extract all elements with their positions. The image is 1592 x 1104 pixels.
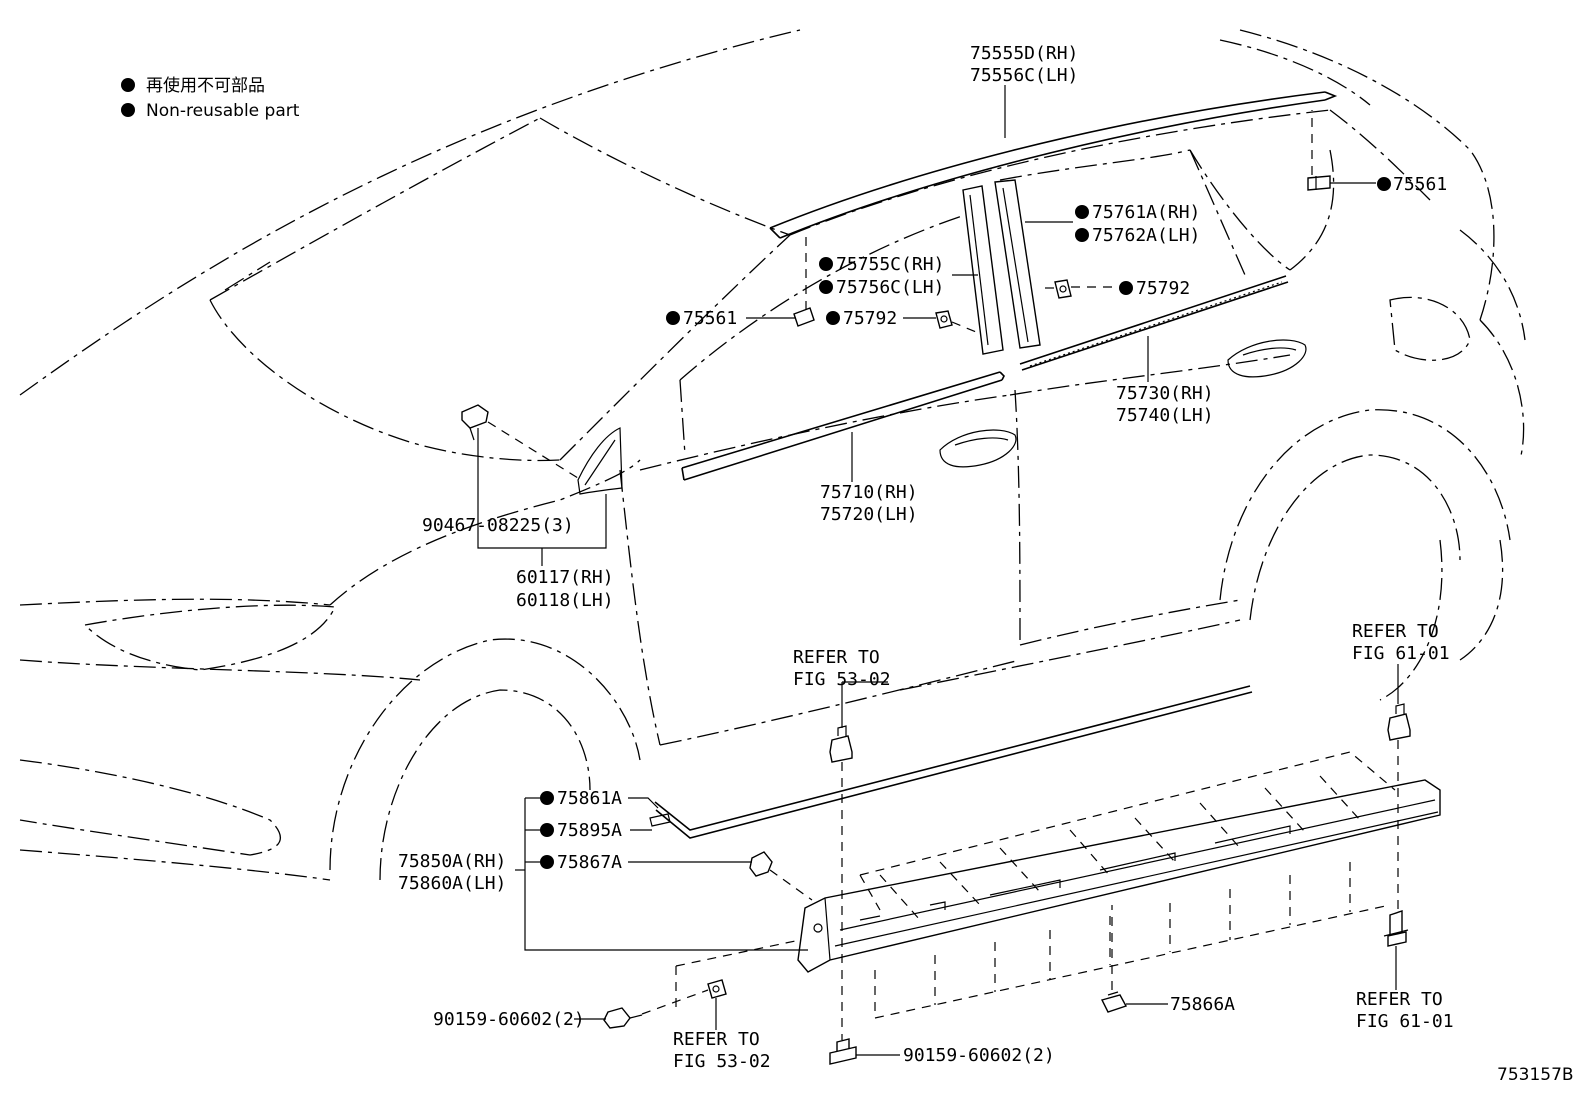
roof-molding-75555D	[769, 91, 1338, 239]
label-90467: 90467-08225(3)	[422, 515, 574, 536]
belt-molding-front-75710	[681, 371, 1005, 481]
rocker-panel-molding-75850A	[797, 779, 1441, 973]
label-refer-61-01-bottom-2: FIG 61-01	[1356, 1011, 1454, 1032]
label-75762A: 75762A(LH)	[1092, 225, 1200, 246]
screw-90159-bottom	[829, 1038, 857, 1065]
legend-dot-1	[121, 78, 135, 92]
label-refer-61-01-top-2: FIG 61-01	[1352, 643, 1450, 664]
figure-code: 753157B	[1497, 1065, 1574, 1085]
label-75860A: 75860A(LH)	[398, 873, 506, 894]
non-reusable-marker	[666, 311, 680, 325]
label-75866A: 75866A	[1170, 994, 1235, 1015]
non-reusable-marker	[540, 791, 554, 805]
non-reusable-marker	[819, 257, 833, 271]
label-refer-53-02-bottom-1: REFER TO	[673, 1029, 760, 1050]
clip-75792-left	[935, 310, 953, 329]
label-75761A: 75761A(RH)	[1092, 202, 1200, 223]
label-75740: 75740(LH)	[1116, 405, 1214, 426]
label-refer-61-01-bottom-1: REFER TO	[1356, 989, 1443, 1010]
clip-refer-61-01-top	[1387, 703, 1411, 741]
label-75755C: 75755C(RH)	[836, 254, 944, 275]
clip-75561-right	[1307, 175, 1331, 191]
non-reusable-marker	[1377, 177, 1391, 191]
label-75792-right: 75792	[1136, 278, 1190, 299]
clip-75792-right	[1054, 279, 1072, 299]
label-refer-61-01-top-1: REFER TO	[1352, 621, 1439, 642]
clip-refer-53-02-top	[829, 725, 853, 763]
pillar-garnish-front-75755C	[962, 185, 1004, 355]
label-75561-right: 75561	[1393, 174, 1447, 195]
non-reusable-marker	[1075, 228, 1089, 242]
belt-molding-rear-75730	[1019, 275, 1289, 371]
label-refer-53-02-top-2: FIG 53-02	[793, 669, 891, 690]
label-75850A: 75850A(RH)	[398, 851, 506, 872]
label-75895A: 75895A	[557, 820, 622, 841]
clip-75867A	[749, 851, 773, 877]
label-75756C: 75756C(LH)	[836, 277, 944, 298]
label-90159-bottom: 90159-60602(2)	[903, 1045, 1055, 1066]
molding-hidden-lines	[859, 751, 1396, 1019]
label-75555D: 75555D(RH)	[970, 43, 1078, 64]
non-reusable-marker	[540, 823, 554, 837]
leader-lines	[477, 85, 1399, 1056]
non-reusable-marker	[1119, 281, 1133, 295]
nut-75866A	[1100, 991, 1128, 1013]
screw-refer-61-01-bottom	[1383, 910, 1409, 947]
screw-90159-left	[603, 1007, 643, 1029]
non-reusable-marker	[540, 855, 554, 869]
non-reusable-marker	[1075, 205, 1089, 219]
label-75556C: 75556C(LH)	[970, 65, 1078, 86]
label-75792-left: 75792	[843, 308, 897, 329]
clip-75561-left	[793, 307, 815, 327]
non-reusable-marker	[826, 311, 840, 325]
clip-refer-53-02-bottom	[707, 979, 727, 999]
legend-dot-2	[121, 103, 135, 117]
side-protector-tape-75861A	[649, 685, 1253, 839]
front-door-handle	[939, 429, 1017, 468]
legend-item-japanese: 再使用不可部品	[146, 75, 265, 96]
legend-item-english: Non-reusable part	[146, 101, 300, 121]
label-75561-left: 75561	[683, 308, 737, 329]
label-75730: 75730(RH)	[1116, 383, 1214, 404]
label-60118: 60118(LH)	[516, 590, 614, 611]
label-refer-53-02-bottom-2: FIG 53-02	[673, 1051, 771, 1072]
car-body-outline	[19, 29, 1526, 881]
label-75861A: 75861A	[557, 788, 622, 809]
non-reusable-marker	[819, 280, 833, 294]
label-75867A: 75867A	[557, 852, 622, 873]
label-90159-left: 90159-60602(2)	[433, 1009, 585, 1030]
bolt-90467	[461, 404, 489, 441]
label-60117: 60117(RH)	[516, 567, 614, 588]
label-refer-53-02-top-1: REFER TO	[793, 647, 880, 668]
label-75710: 75710(RH)	[820, 482, 918, 503]
label-75720: 75720(LH)	[820, 504, 918, 525]
pillar-garnish-rear-75761A	[994, 179, 1041, 349]
rear-door-handle	[1227, 339, 1307, 378]
